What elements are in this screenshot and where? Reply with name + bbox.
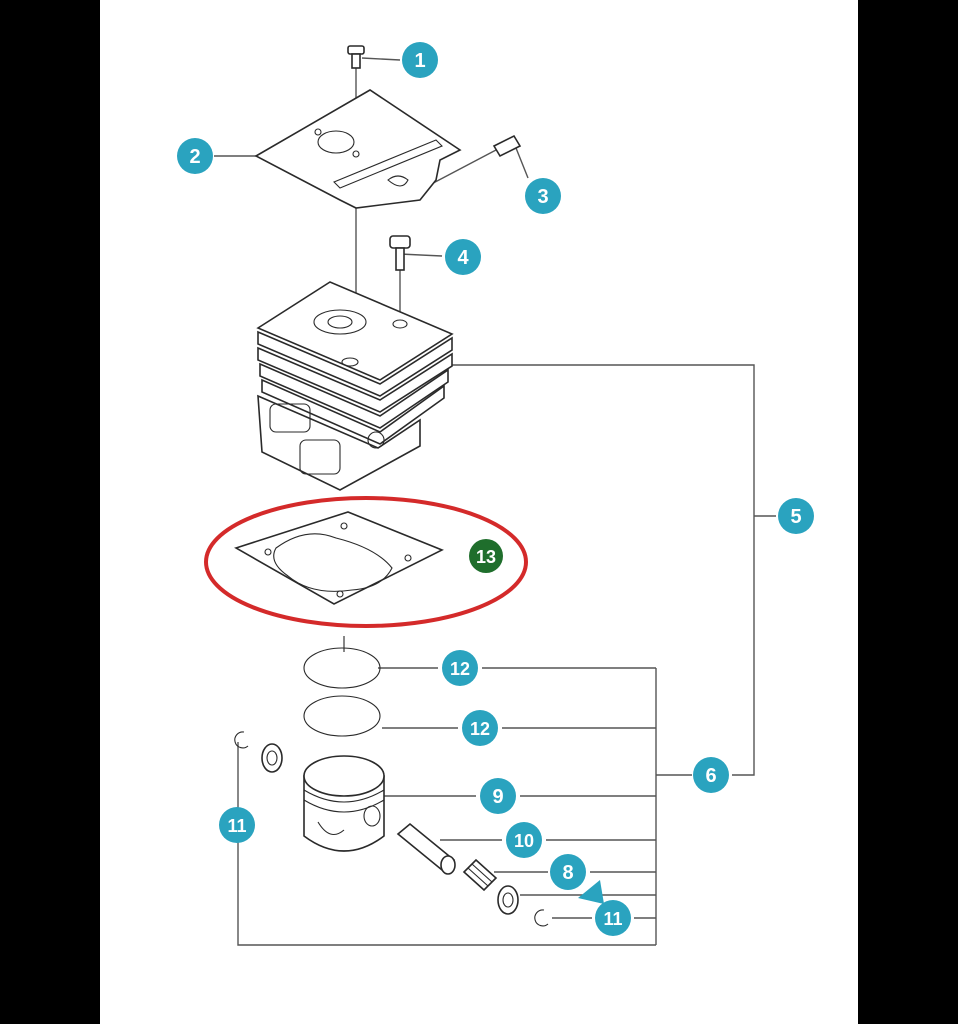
callout-12-bottom[interactable]: 12 [462, 710, 498, 746]
callout-13-label: 13 [476, 547, 496, 567]
cover-plate-part-2 [254, 89, 462, 209]
callout-11-right[interactable]: 11 [595, 900, 631, 936]
callout-12-bottom-label: 12 [470, 719, 490, 739]
teal-marker [578, 880, 604, 904]
callout-4-label: 4 [457, 247, 469, 269]
washer-left [261, 743, 283, 773]
callout-8[interactable]: 8 [550, 854, 586, 890]
callout-4[interactable]: 4 [445, 239, 481, 275]
piston-part-9 [303, 755, 385, 852]
callout-11-right-label: 11 [603, 909, 622, 929]
washer-right [497, 885, 519, 915]
callout-3-label: 3 [537, 186, 548, 208]
circlip-right-part-11 [534, 909, 549, 927]
callout-6-label: 6 [705, 765, 716, 787]
callout-5-label: 5 [790, 506, 801, 528]
callout-9[interactable]: 9 [480, 778, 516, 814]
callout-2[interactable]: 2 [177, 138, 213, 174]
callout-10[interactable]: 10 [506, 822, 542, 858]
screw-part-1 [347, 45, 365, 69]
callout-12-top-label: 12 [450, 659, 470, 679]
callout-1-label: 1 [414, 50, 425, 72]
callout-9-label: 9 [492, 786, 503, 808]
piston-rings-part-12 [303, 647, 381, 737]
callout-8-label: 8 [562, 862, 573, 884]
circlip-left-part-11 [234, 731, 249, 749]
callout-5[interactable]: 5 [778, 498, 814, 534]
callout-10-label: 10 [514, 831, 534, 851]
diagram-sheet [100, 0, 858, 1024]
wrist-pin-part-10 [396, 822, 456, 875]
callout-13[interactable]: 13 [469, 539, 503, 573]
needle-bearing-part-8 [462, 858, 498, 892]
callout-2-label: 2 [189, 146, 200, 168]
callout-6[interactable]: 6 [693, 757, 729, 793]
callout-12-top[interactable]: 12 [442, 650, 478, 686]
cylinder-assembly [256, 281, 454, 491]
highlight-ring [204, 496, 528, 628]
callout-11-left-label: 11 [227, 816, 246, 836]
callout-3[interactable]: 3 [525, 178, 561, 214]
bolt-part-4 [389, 235, 411, 271]
callout-11-left[interactable]: 11 [219, 807, 255, 843]
pin-part-3 [492, 134, 522, 158]
gasket-part-13 [234, 511, 444, 605]
callout-1[interactable]: 1 [402, 42, 438, 78]
